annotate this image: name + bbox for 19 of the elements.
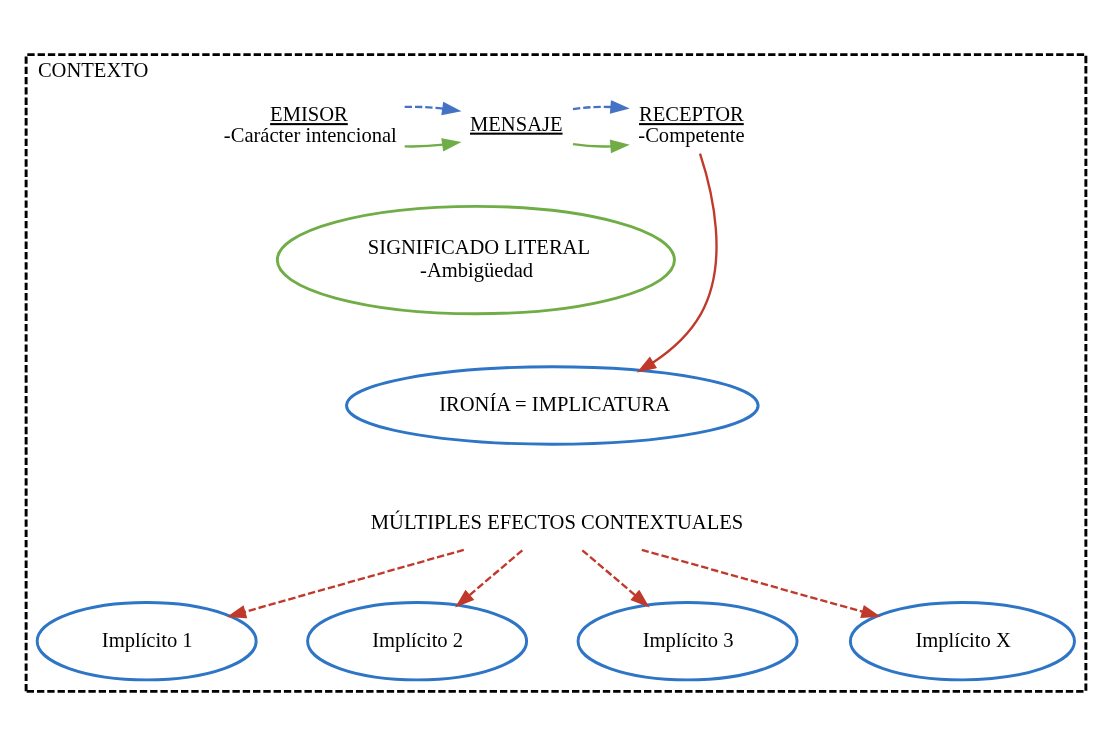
node-ellipse: Implícito 1 — [35, 600, 258, 681]
arrow — [226, 548, 465, 618]
arrow — [455, 548, 524, 607]
arrow — [404, 137, 462, 152]
arrow — [641, 548, 881, 618]
arrow — [404, 101, 462, 115]
node-ellipse: Implícito X — [848, 600, 1076, 681]
arrow — [636, 152, 718, 372]
arrow — [572, 139, 630, 153]
node-ellipse: Implícito 3 — [576, 600, 799, 681]
arrow — [572, 99, 630, 114]
node-text: EMISOR -Carácter intencional — [223, 102, 397, 146]
node-text: RECEPTOR -Competente — [638, 102, 745, 146]
node-ellipse: Implícito 2 — [306, 600, 529, 681]
node-ellipse: IRONÍA = IMPLICATURA — [345, 364, 760, 446]
node-text: MENSAJE — [470, 112, 563, 135]
arrow — [581, 548, 650, 607]
node-ellipse: SIGNIFICADO LITERAL -Ambigüedad — [275, 204, 676, 315]
node-text: MÚLTIPLES EFECTOS CONTEXTUALES — [370, 510, 744, 533]
